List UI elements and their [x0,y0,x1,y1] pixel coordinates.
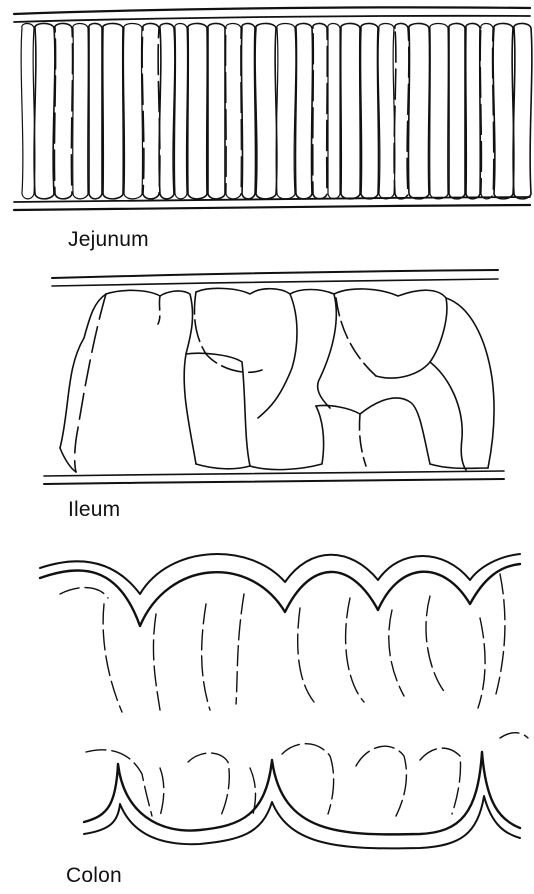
jejunum-fold [188,23,208,198]
colon-mucosal-folds [60,574,528,818]
jejunum-fold [493,23,514,198]
jejunum-illustration [0,0,534,220]
ileum-panel: Ileum [0,258,534,528]
jejunum-fold [159,23,175,198]
jejunum-fold [295,23,312,198]
jejunum-fold [89,23,102,198]
jejunum-fold [34,23,55,198]
colon-panel: Colon [0,534,534,894]
jejunum-fold [142,23,160,198]
jejunum-fold [208,23,225,198]
jejunum-fold [226,23,242,198]
jejunum-wall [14,7,530,210]
jejunum-fold [103,23,124,198]
ileum-label: Ileum [68,498,120,522]
jejunum-fold [408,23,429,198]
colon-lower-wall [84,752,520,848]
jejunum-fold [21,23,35,198]
jejunum-fold [480,23,493,198]
jejunum-fold [466,23,481,198]
ileum-illustration [0,258,534,498]
colon-upper-wall [40,554,520,626]
jejunum-fold [276,23,296,198]
jejunum-fold [394,23,409,198]
jejunum-panel: Jejunum [0,0,534,250]
jejunum-fold [328,23,340,198]
jejunum-folds [21,23,532,198]
ileum-folds [60,288,494,472]
colon-illustration [0,534,534,864]
jejunum-fold [174,23,187,198]
jejunum-fold [341,23,361,198]
ileum-wall [44,270,504,484]
jejunum-label: Jejunum [68,228,149,252]
jejunum-fold [54,23,72,198]
jejunum-fold [255,23,277,198]
jejunum-fold [449,23,465,198]
jejunum-fold [73,23,89,198]
jejunum-fold [360,23,378,198]
jejunum-fold [123,23,142,198]
colon-label: Colon [66,864,122,888]
jejunum-fold [430,23,449,198]
jejunum-fold [513,23,532,198]
jejunum-fold [378,23,395,198]
jejunum-fold [313,23,328,198]
jejunum-fold [241,23,255,198]
